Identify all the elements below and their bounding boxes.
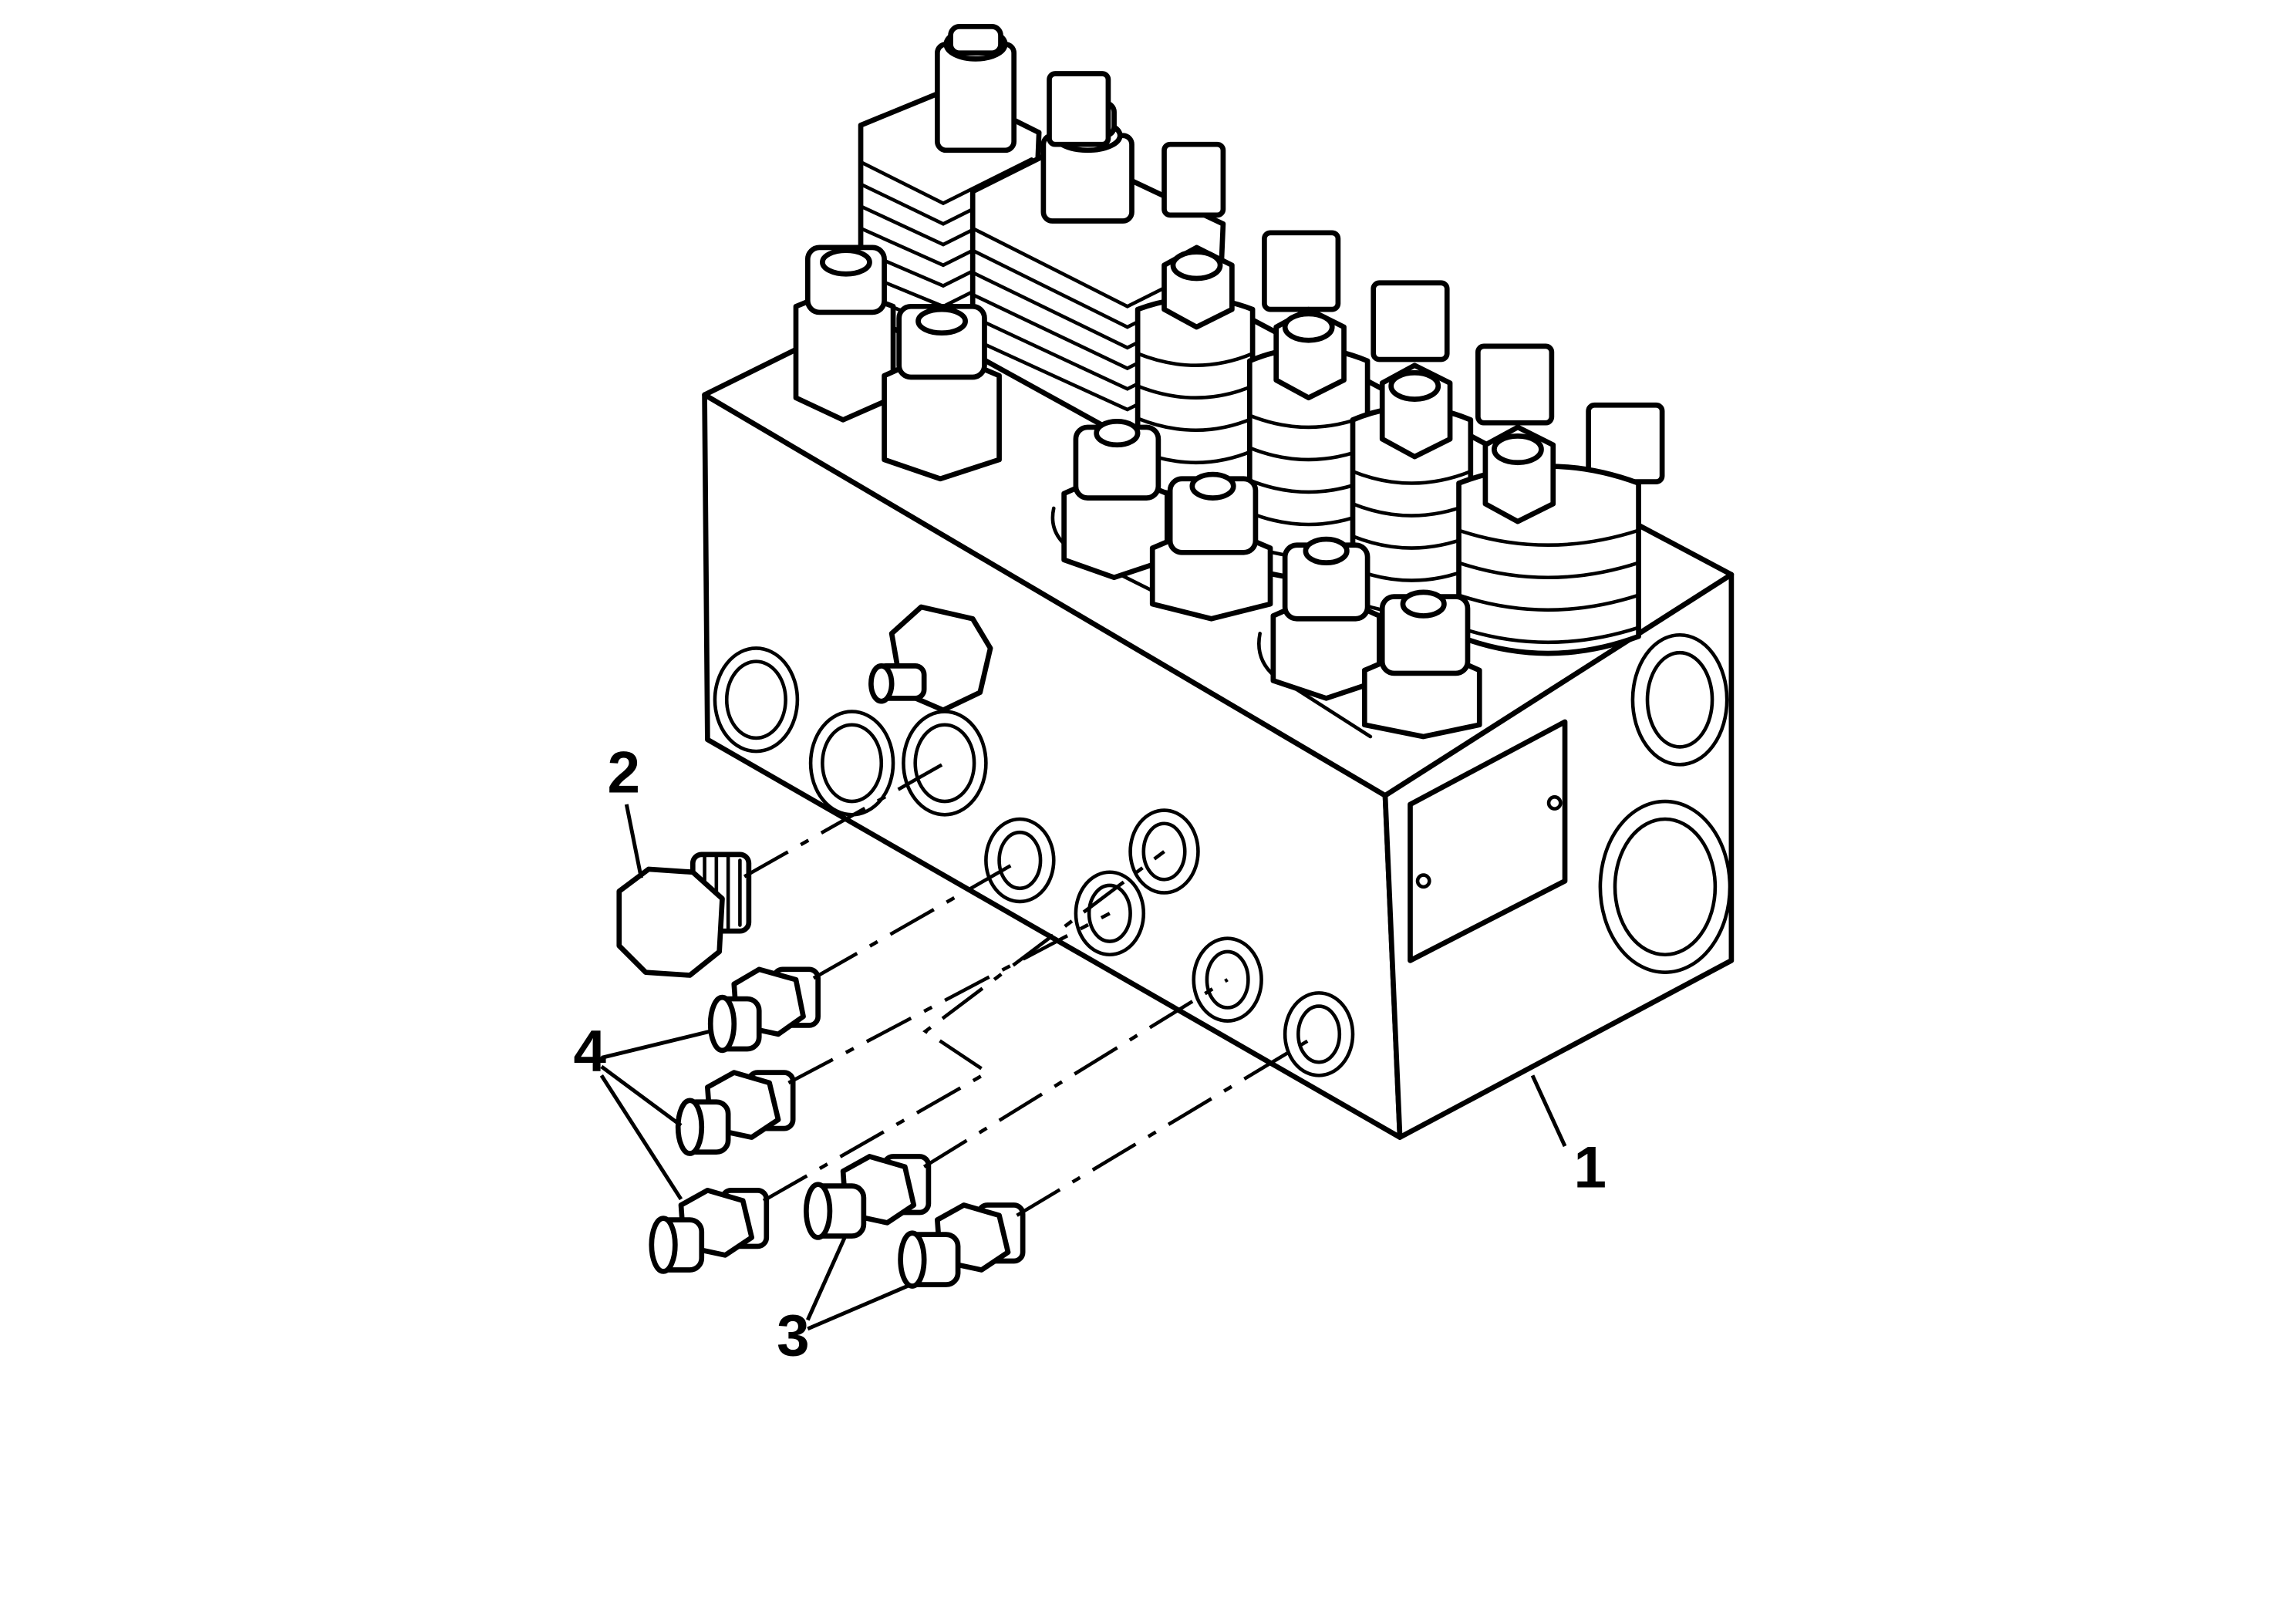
plate-screw xyxy=(1546,795,1563,811)
data-plate xyxy=(1408,719,1568,963)
adapter-item-3b xyxy=(898,1202,1026,1289)
callout-4: 4 xyxy=(574,1019,607,1084)
right-face-ports xyxy=(1598,632,1732,974)
leader-4c xyxy=(599,1074,683,1201)
cartridge-f xyxy=(1361,589,1482,740)
adapter-item-3a xyxy=(804,1154,932,1240)
side-fitting xyxy=(868,604,993,713)
assembly-lines xyxy=(743,761,1320,1217)
callout-3: 3 xyxy=(777,1303,809,1368)
top-components xyxy=(793,24,1665,740)
fitting-item-4a xyxy=(707,966,821,1054)
leader-2 xyxy=(624,804,643,878)
fitting-item-4c xyxy=(649,1188,770,1274)
leader-3a xyxy=(806,1233,848,1321)
round-coil-4 xyxy=(1456,424,1641,656)
leader-1 xyxy=(1530,1074,1567,1148)
cartridge-d xyxy=(1149,471,1273,622)
cartridge-a xyxy=(793,244,896,423)
callout-2: 2 xyxy=(608,740,641,806)
leader-4b xyxy=(600,1064,683,1128)
leader-3b xyxy=(807,1283,912,1331)
plate-screw xyxy=(1415,873,1431,889)
cartridge-b xyxy=(882,303,1002,482)
cartridge-c xyxy=(1061,418,1170,581)
fitting-item-4b xyxy=(675,1070,796,1156)
leader-4a xyxy=(601,1029,711,1060)
round-coil-1 xyxy=(1135,244,1256,524)
plug-item-2 xyxy=(616,851,752,978)
callout-leaders xyxy=(599,804,1567,1331)
round-coil-2 xyxy=(1246,306,1371,581)
callout-labels: 1 2 3 4 xyxy=(574,740,1607,1369)
callout-1: 1 xyxy=(1574,1135,1607,1201)
connector-plugs xyxy=(1047,71,1665,484)
